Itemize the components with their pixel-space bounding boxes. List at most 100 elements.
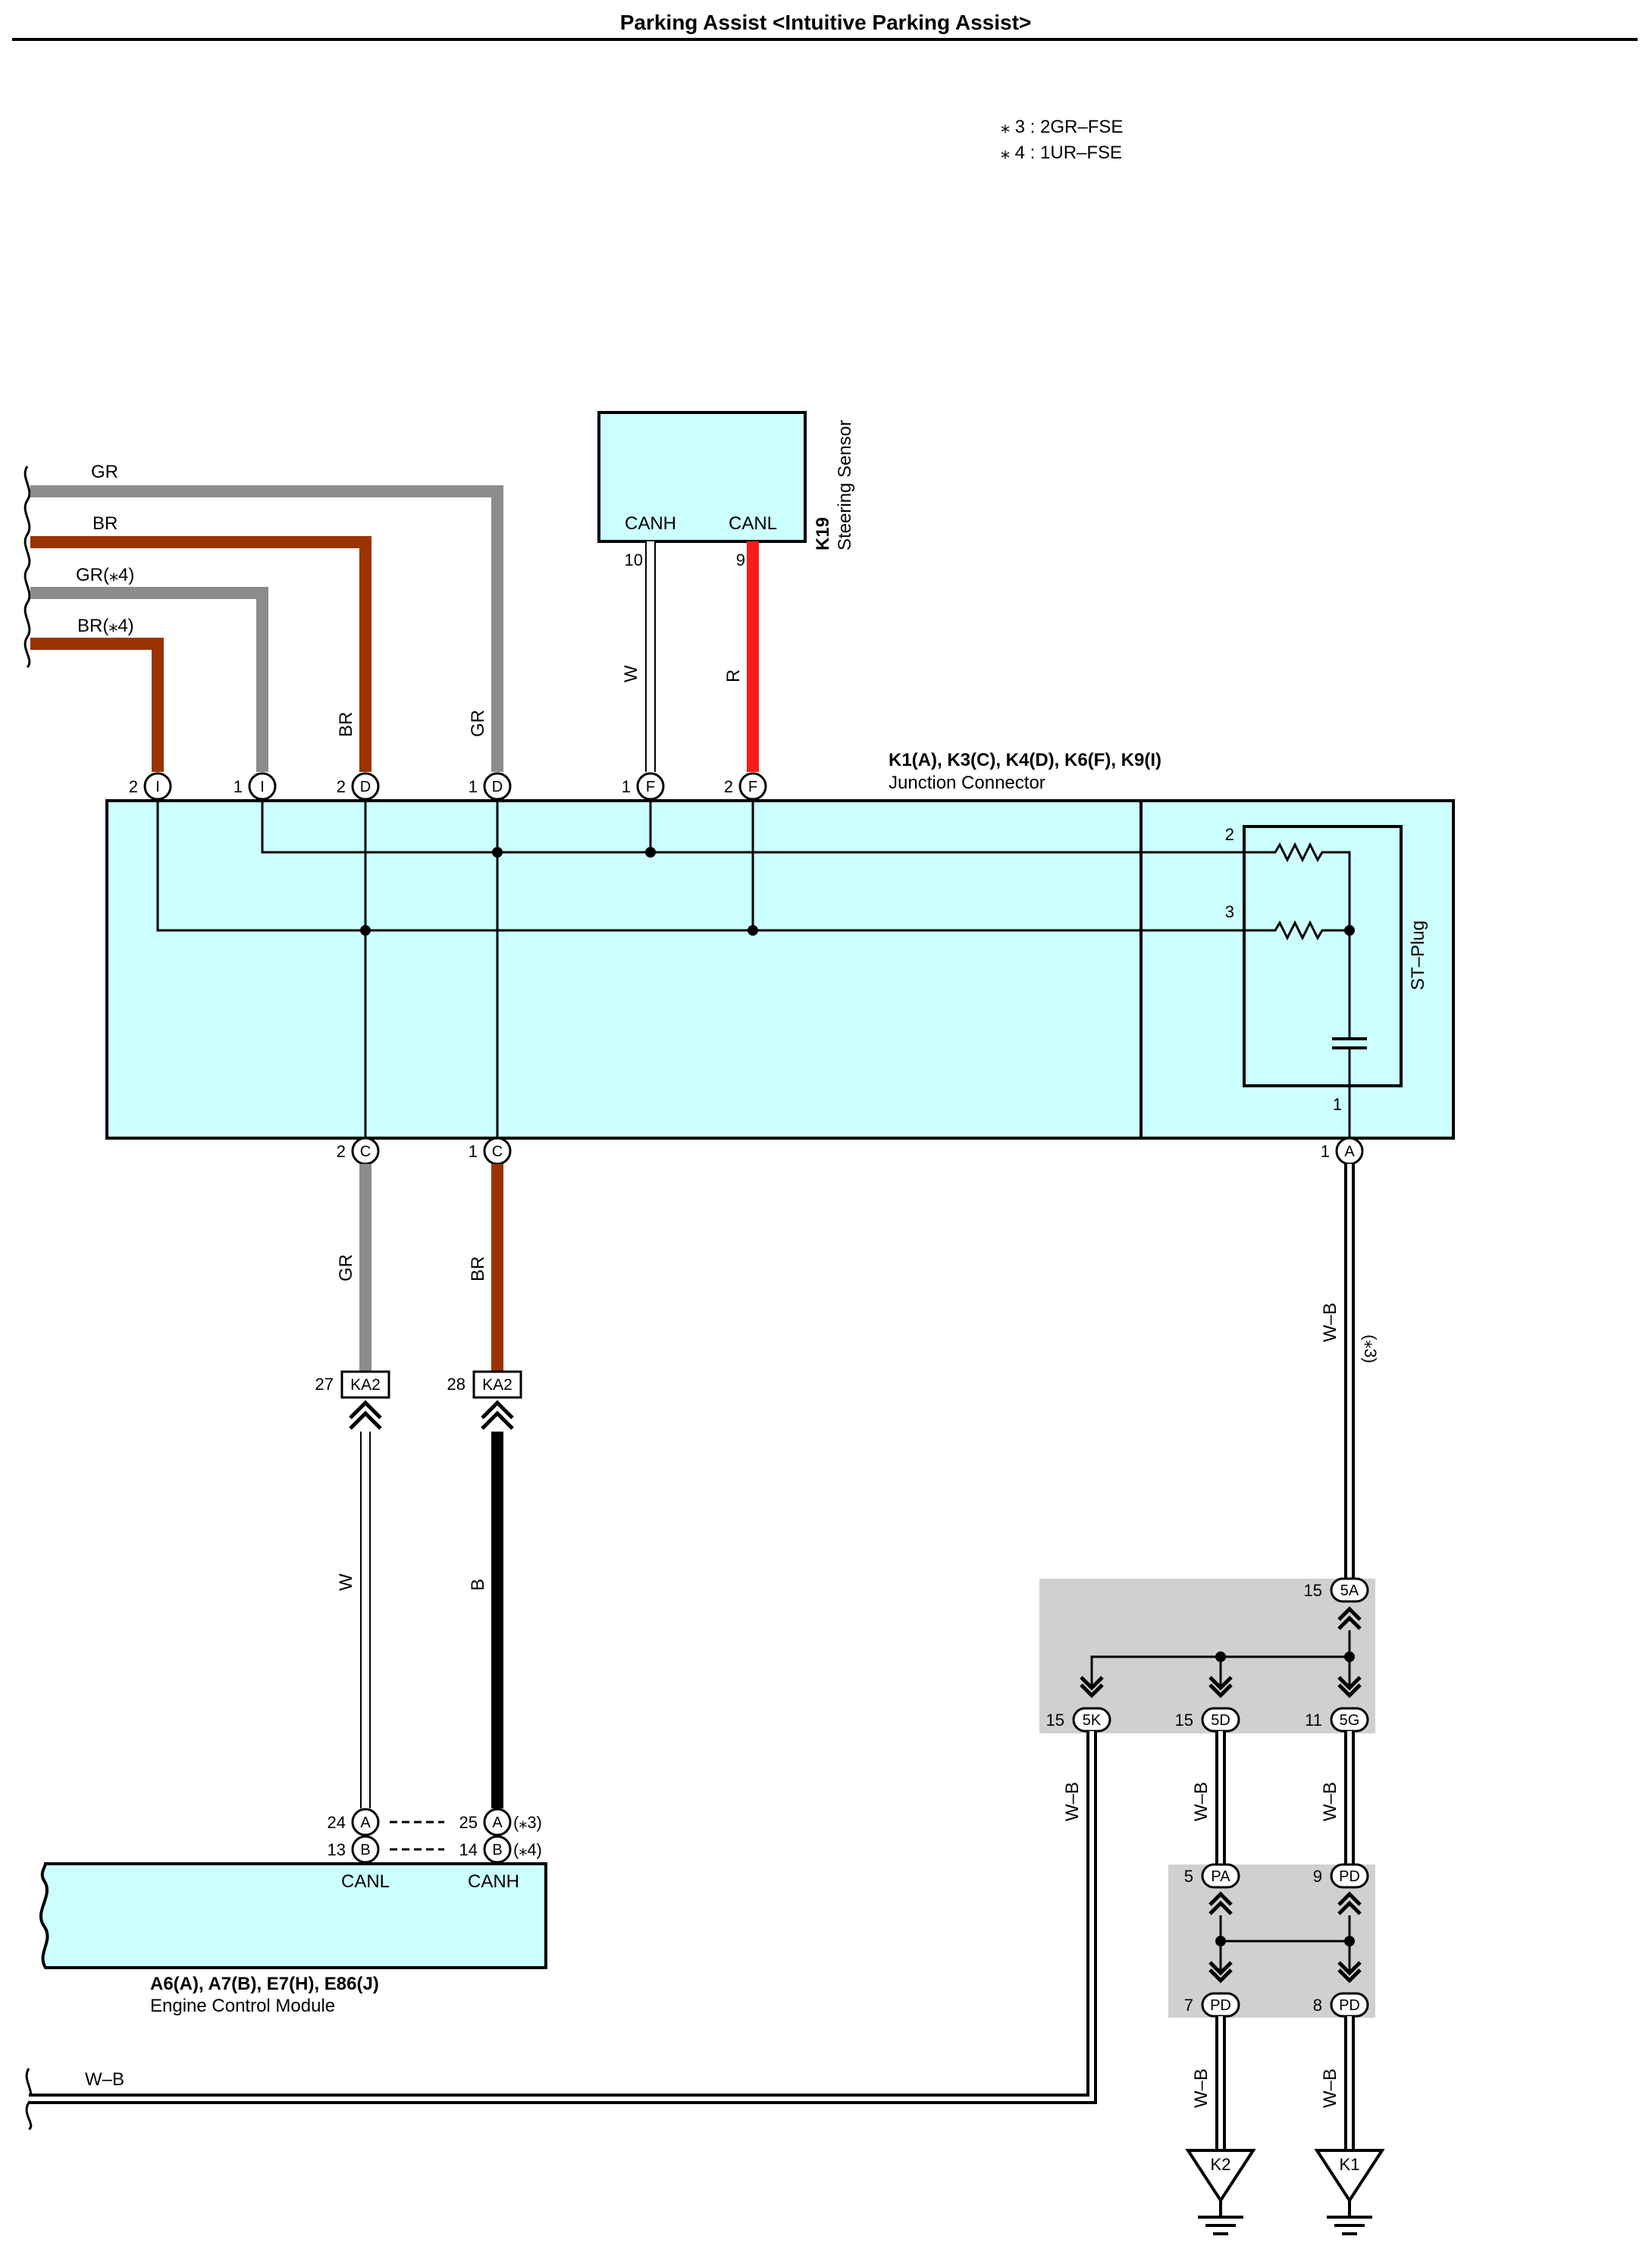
wire-label-f1: W: [621, 665, 641, 682]
svg-text:5: 5: [1184, 1867, 1193, 1886]
svg-text:1: 1: [234, 777, 243, 796]
connector-5a: 15 5A: [1304, 1577, 1369, 1603]
svg-text:A: A: [492, 1814, 503, 1831]
svg-text:5K: 5K: [1083, 1712, 1102, 1729]
wire-label-5d: W–B: [1191, 1782, 1212, 1821]
connector-d-1: 1 D: [469, 772, 512, 801]
svg-text:PD: PD: [1210, 1997, 1231, 2014]
svg-text:2: 2: [129, 777, 138, 796]
svg-text:F: F: [646, 779, 655, 795]
svg-text:2: 2: [337, 1142, 346, 1161]
ecm-canl-label: CANL: [341, 1871, 390, 1892]
wire-label-5g: W–B: [1320, 1782, 1340, 1821]
svg-text:27: 27: [315, 1375, 334, 1394]
block-chevron-down: [1208, 1676, 1233, 1698]
block-chevron-down: [1337, 1961, 1362, 1984]
wire-gr-4: [30, 587, 268, 772]
svg-text:KA2: KA2: [350, 1376, 381, 1394]
plug-pin-3: 3: [1225, 902, 1234, 921]
wire-gr: [30, 485, 503, 772]
st-plug-box: [1243, 825, 1403, 1087]
svg-text:C: C: [360, 1143, 371, 1160]
connector-f-1: 1 F: [622, 772, 665, 801]
svg-text:11: 11: [1305, 1711, 1322, 1730]
svg-text:1: 1: [469, 777, 478, 796]
svg-text:15: 15: [1046, 1711, 1064, 1730]
svg-text:1: 1: [622, 777, 631, 796]
junction-connector-codes: K1(A), K3(C), K4(D), K6(F), K9(I): [889, 750, 1161, 770]
connector-a-1: 1 A: [1321, 1137, 1364, 1165]
wire-label-br-4: BR(⁎4): [77, 616, 134, 636]
svg-text:A: A: [360, 1814, 371, 1831]
splice-dot: [1215, 1651, 1226, 1662]
svg-text:2: 2: [724, 777, 733, 796]
svg-text:7: 7: [1184, 1996, 1193, 2015]
sensor-pin-canh: 10: [625, 550, 643, 569]
steering-sensor-name: Steering Sensor: [835, 420, 855, 550]
ecm-connector-b-13: 13 B: [328, 1835, 380, 1864]
svg-text:K1: K1: [1340, 2155, 1360, 2174]
steering-sensor-canh-label: CANH: [625, 513, 676, 534]
plug-pin-2: 2: [1225, 825, 1234, 844]
ground-k1: K1: [1314, 2149, 1385, 2235]
svg-text:1: 1: [469, 1142, 478, 1161]
block-chevron-down: [1208, 1961, 1233, 1984]
svg-text:PD: PD: [1339, 1868, 1360, 1885]
engine-note-4: ⁎ 4 : 1UR–FSE: [1001, 143, 1122, 163]
wire-label-d1: GR: [468, 710, 488, 737]
ecm-codes: A6(A), A7(B), E7(H), E86(J): [150, 1974, 379, 1994]
ecm-note-b: (⁎4): [513, 1840, 542, 1859]
svg-text:5G: 5G: [1340, 1712, 1360, 1729]
svg-text:A: A: [1344, 1143, 1355, 1160]
svg-text:5A: 5A: [1340, 1582, 1359, 1599]
wire-break-mark: [24, 466, 31, 669]
svg-text:I: I: [260, 779, 265, 795]
connector-c-1: 1 C: [469, 1137, 512, 1165]
svg-text:C: C: [492, 1143, 503, 1160]
ecm-connector-a-25: 25 A: [459, 1808, 512, 1836]
internal-canl-bus: [156, 801, 1268, 932]
connector-f-2: 2 F: [724, 772, 767, 801]
ka2-chevron: [481, 1400, 514, 1430]
wire-label-br: BR: [92, 513, 118, 534]
steering-sensor-box: [597, 411, 807, 543]
block-chevron-down: [1080, 1676, 1104, 1698]
connector-d-2: 2 D: [337, 772, 380, 801]
ecm-connector-a-24: 24 A: [328, 1808, 380, 1836]
resistor-2: [1268, 920, 1349, 941]
connector-5g: 11 5G: [1305, 1707, 1369, 1733]
connector-pd-7: 7 PD: [1184, 1992, 1240, 2018]
wire-label-5k: W–B: [1062, 1782, 1083, 1821]
wire-label-ground-a-note: (⁎3): [1361, 1335, 1380, 1363]
wire-label-ecm-w: W: [336, 1573, 356, 1591]
ka2-chevron: [349, 1400, 382, 1430]
wire-label-c2: GR: [336, 1254, 356, 1281]
svg-text:15: 15: [1304, 1581, 1322, 1600]
wire-label-gr: GR: [91, 462, 118, 482]
sensor-pin-canl: 9: [736, 550, 745, 569]
svg-text:PD: PD: [1339, 1997, 1360, 2014]
ground-k2: K2: [1185, 2149, 1256, 2235]
connector-c-2: 2 C: [337, 1137, 380, 1165]
svg-text:24: 24: [328, 1813, 346, 1832]
diagram-title: Parking Assist <Intuitive Parking Assist…: [620, 11, 1032, 34]
steering-sensor-canl-label: CANL: [729, 513, 777, 534]
svg-text:PA: PA: [1211, 1868, 1230, 1885]
svg-text:1: 1: [1321, 1142, 1330, 1161]
block-chevron-up: [1337, 1606, 1362, 1630]
internal-canh-bus: [261, 801, 1268, 854]
wire-label-bottom-wb: W–B: [85, 2069, 124, 2090]
ecm-canh-label: CANH: [468, 1871, 519, 1892]
svg-text:I: I: [155, 779, 160, 795]
block-chevron-down: [1337, 1676, 1362, 1698]
svg-text:D: D: [492, 779, 503, 795]
wire-label-f2: R: [723, 670, 744, 682]
svg-text:F: F: [748, 779, 757, 795]
splice-dot: [492, 847, 503, 858]
block-chevron-up: [1337, 1891, 1362, 1915]
connector-pa: 5 PA: [1184, 1863, 1240, 1889]
wire-label-ecm-b: B: [468, 1579, 488, 1591]
resistor-1: [1268, 842, 1351, 930]
svg-text:2: 2: [337, 777, 346, 796]
wire-label-gr-4: GR(⁎4): [76, 565, 134, 585]
